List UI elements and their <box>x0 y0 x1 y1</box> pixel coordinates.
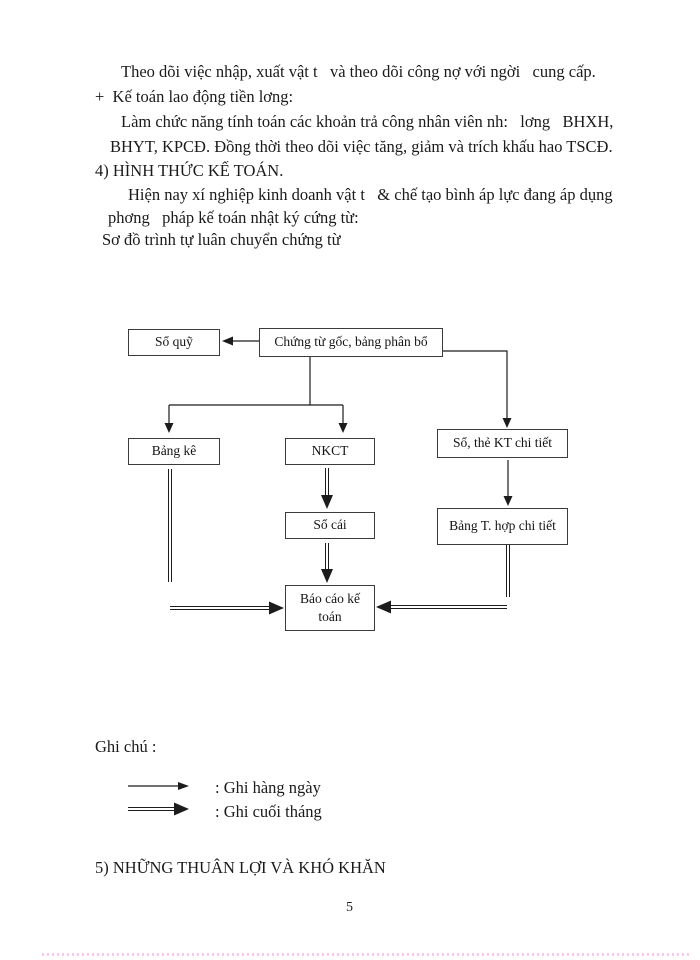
paragraph-line-4: BHYT, KPCĐ. Đồng thời theo dõi việc tăng… <box>110 137 613 156</box>
section-heading-5: 5) NHỮNG THUÂN LỢI VÀ KHÓ KHĂN <box>95 858 386 877</box>
flow-box-so-quy: Sổ quỹ <box>128 329 220 356</box>
dbl-arrow-left-to-baocao-icon <box>170 601 284 615</box>
legend-monthly-label: : Ghi cuối tháng <box>215 802 322 821</box>
branch-chungtu-down <box>164 357 348 433</box>
flow-box-nkct: NKCT <box>285 438 375 465</box>
paragraph-line-6: Hiện nay xí nghiệp kinh doanh vật t & ch… <box>128 185 613 204</box>
dbl-arrow-socai-to-baocao-icon <box>321 543 333 583</box>
arrow-chungtu-to-sothe-icon <box>443 350 512 428</box>
diagram-caption: Sơ đồ trình tự luân chuyển chứng từ <box>102 230 341 249</box>
bottom-dotted-divider <box>42 953 692 956</box>
arrow-chungtu-to-soquy-icon <box>222 336 259 346</box>
page-number: 5 <box>346 900 353 915</box>
section-heading-4: 4) HÌNH THỨC KẾ TOÁN. <box>95 161 284 180</box>
legend-daily-label: : Ghi hàng ngày <box>215 778 321 797</box>
arrow-sothe-to-bangtonghop-icon <box>503 460 513 506</box>
legend-daily-arrow-icon <box>128 782 189 790</box>
paragraph-line-2: + Kế toán lao động tiền lơng: <box>95 87 294 106</box>
dbl-arrow-right-to-baocao-icon <box>376 600 507 614</box>
legend-title: Ghi chú : <box>95 737 157 756</box>
dbl-line-below-bangke <box>168 469 172 582</box>
dbl-arrow-nkct-to-socai-icon <box>321 468 333 509</box>
flow-box-bang-tong-hop: Bảng T. hợp chi tiết <box>437 508 568 545</box>
flow-box-chung-tu-goc: Chứng từ gốc, bảng phân bổ <box>259 328 443 357</box>
paragraph-line-7: phơng pháp kế toán nhật ký cứng từ: <box>108 208 359 227</box>
dbl-line-below-bangtonghop <box>506 545 510 597</box>
legend-monthly-arrow-icon <box>128 802 189 816</box>
flow-box-bao-cao: Báo cáo kế toán <box>285 585 375 631</box>
paragraph-line-3: Làm chức năng tính toán các khoản trả cô… <box>121 112 614 131</box>
flow-box-so-the-kt: Sổ, thẻ KT chi tiết <box>437 429 568 458</box>
flow-box-bang-ke: Bảng kê <box>128 438 220 465</box>
paragraph-line-1: Theo dõi việc nhập, xuất vật t và theo d… <box>121 62 596 81</box>
flow-box-so-cai: Sổ cái <box>285 512 375 539</box>
